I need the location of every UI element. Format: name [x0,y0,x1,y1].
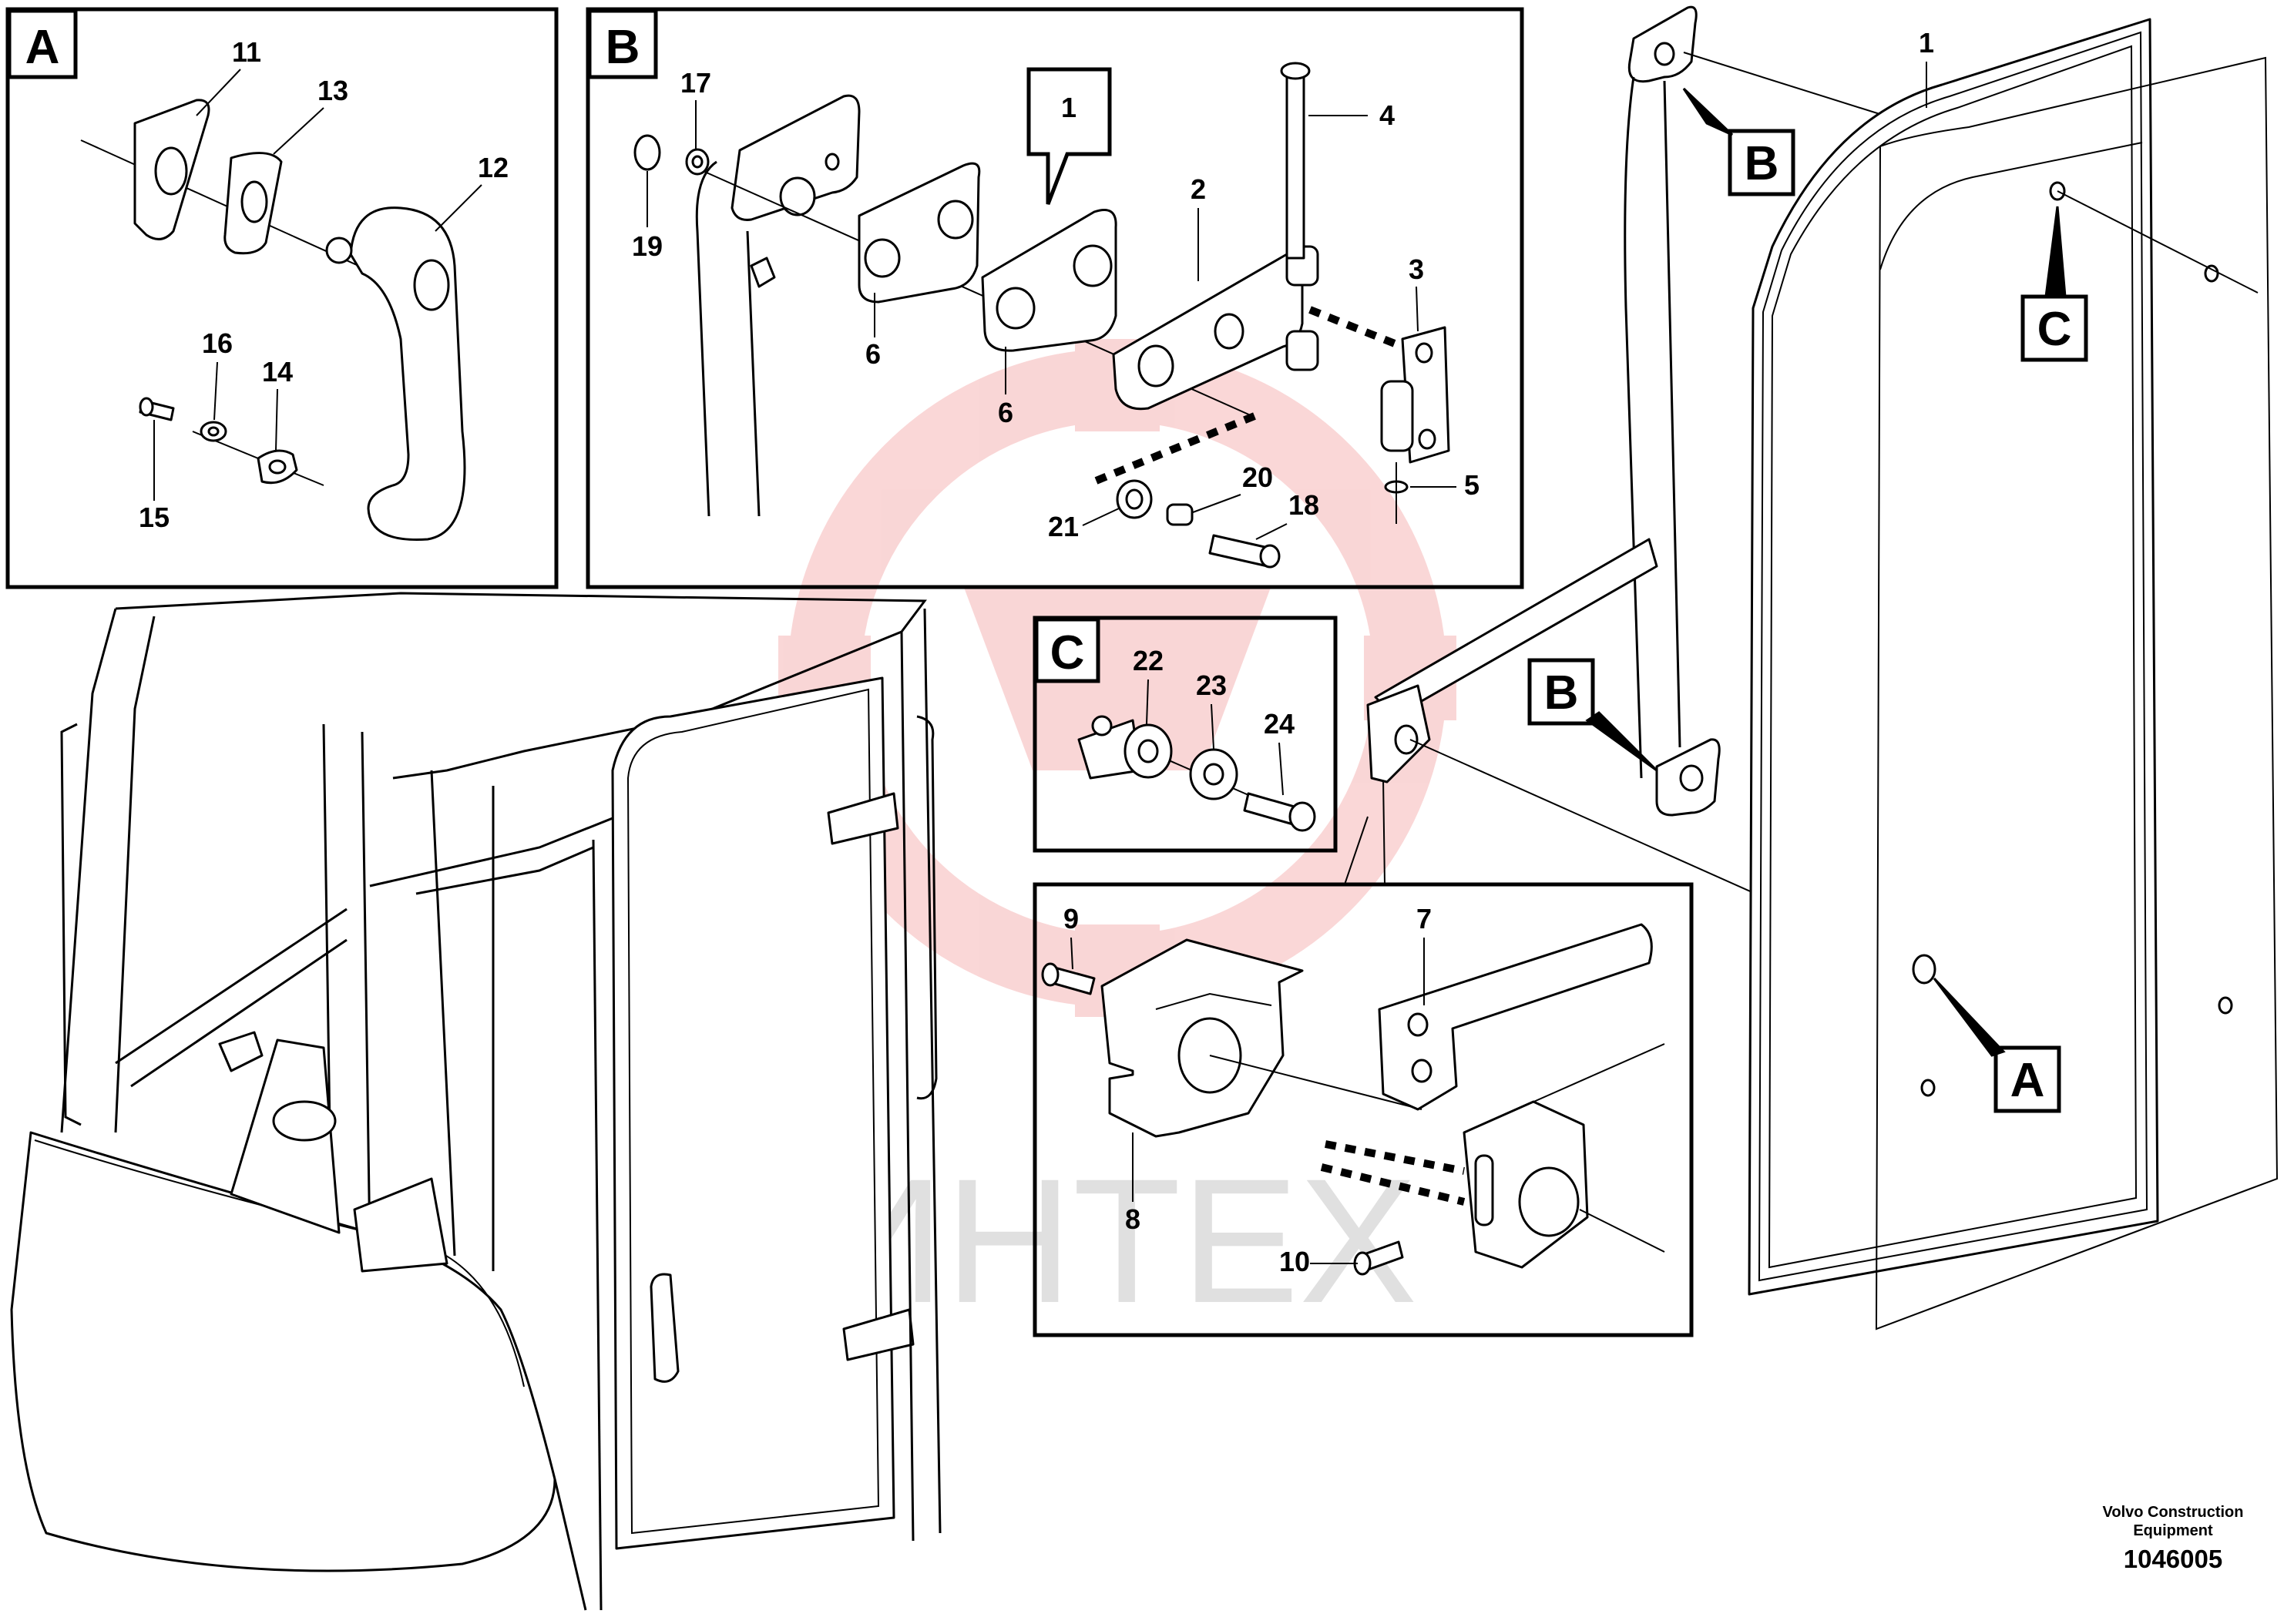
callout-19: 19 [632,230,663,262]
ref-b-lower: B [1527,658,1658,772]
grip-handle-12 [325,206,466,541]
spacer-20 [1166,503,1194,526]
hinge-pin-4 [1280,62,1311,260]
ref-b-upper: B [1682,87,1795,196]
cab-door [611,676,915,1550]
inset-b-tag: B [606,21,640,74]
shim-plate-6b [981,209,1117,352]
callout-24: 24 [1264,708,1295,740]
callout-9: 9 [1063,903,1079,934]
callout-3: 3 [1409,253,1424,285]
callout-10: 10 [1279,1246,1310,1277]
bushing-23 [1189,748,1238,800]
nut-21 [1116,479,1153,519]
latch-cover-8 [1100,938,1304,1138]
bolt-18 [1208,534,1281,569]
callout-6a: 6 [865,338,881,370]
screw-24 [1243,792,1316,832]
callout-5: 5 [1464,469,1480,501]
callout-15: 15 [139,502,170,533]
ref-a-label: A [2010,1054,2045,1107]
callout-23: 23 [1196,669,1227,701]
document-id: 1046005 [2123,1545,2223,1573]
spacer-14 [257,449,298,485]
callout-13: 13 [317,75,348,106]
inset-latch-detail: 9 7 8 10 [1033,777,1694,1337]
door-frame-section [695,94,861,517]
washer-17 [685,148,710,176]
callout-2: 2 [1191,173,1206,205]
striker-22 [1077,715,1173,780]
inset-c-tag: C [1050,626,1085,679]
callout-8: 8 [1125,1203,1140,1235]
cab-controls [218,1031,448,1273]
callout-11: 11 [232,36,261,68]
inset-a: A 11 13 12 16 14 15 [5,7,559,589]
callout-4: 4 [1379,99,1395,131]
door-hinge-top [827,792,899,845]
latch-bar [1366,538,1658,783]
inset-a-tag: A [25,21,60,74]
door-glass [1875,56,2279,1330]
callout-flag-1: 1 [1026,67,1112,205]
callout-20: 20 [1242,461,1273,493]
inset-c: C 22 23 24 [1033,616,1338,853]
cap-nut-19 [633,134,661,171]
latch-receiver [1463,1100,1589,1269]
callout-6b: 6 [998,397,1013,428]
screw-10 [1353,1240,1404,1276]
brand-line-2: Equipment [2133,1522,2213,1539]
callout-1-flag: 1 [1061,92,1076,123]
ref-c: C [2020,206,2088,362]
escutcheon-plate-11 [133,99,210,240]
callout-17: 17 [680,67,711,99]
latch-arm-7 [1378,923,1653,1111]
callout-18: 18 [1288,489,1319,521]
hinge-bracket-3 [1380,326,1450,464]
hinge-strip [1624,5,1721,817]
callout-16: 16 [202,327,233,359]
door-exploded: 1 B C B A [1366,5,2279,1330]
door-handle-small [650,1273,680,1383]
callout-1-main: 1 [1919,27,1934,59]
ref-c-label: C [2037,303,2072,356]
callout-14: 14 [262,356,293,388]
hinge-2 [1112,245,1319,411]
spacer-plate-13 [223,152,283,255]
ref-a: A [1933,977,2061,1113]
door-hinge-bottom [842,1308,915,1361]
callout-21: 21 [1048,511,1079,542]
shim-plate-6a [858,162,981,304]
ref-b-lower-label: B [1544,666,1579,720]
ref-b-upper-label: B [1745,137,1779,190]
screw-9 [1041,962,1096,995]
callout-7: 7 [1416,903,1432,934]
inset-b: B [586,7,1524,589]
washer-16 [200,421,227,442]
screw-15 [139,397,175,421]
brand-line-1: Volvo Construction [2102,1504,2244,1521]
callout-12: 12 [478,152,509,183]
watermark-text: ИНТЕХ [818,1142,1418,1340]
cab-illustration [10,592,942,1611]
callout-22: 22 [1133,645,1164,676]
